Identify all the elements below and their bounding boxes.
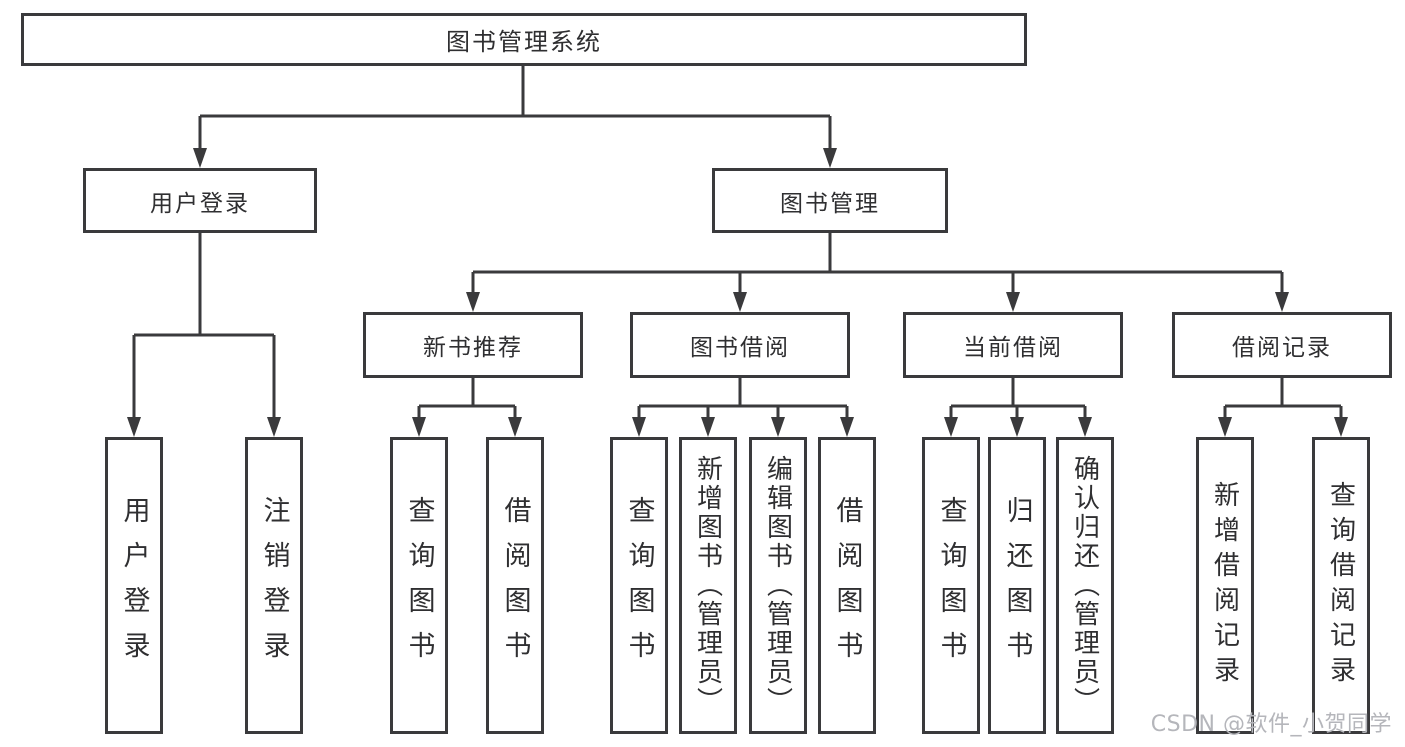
node-borrow-record: 借阅记录 [1172, 312, 1392, 378]
node-user-login: 用户登录 [83, 168, 317, 233]
connector-book-borrow-to-leaves [632, 378, 854, 437]
leaf-add-borrow-record: 新增借阅记录 [1196, 437, 1254, 734]
csdn-watermark: CSDN @软件_小贺同学 [1150, 712, 1392, 737]
node-new-book-recommend: 新书推荐 [363, 312, 583, 378]
leaf-add-book-admin: 新增图书（管理员） [679, 437, 737, 734]
connector-borrow-record-to-leaves [1218, 378, 1348, 437]
connector-user-login-to-leaves [127, 233, 281, 437]
leaf-borrow-book-newrec: 借阅图书 [486, 437, 544, 734]
leaf-borrow-book-borrow: 借阅图书 [818, 437, 876, 734]
node-book-management: 图书管理 [712, 168, 948, 233]
node-root: 图书管理系统 [21, 13, 1027, 66]
leaf-query-book-newrec: 查询图书 [390, 437, 448, 734]
connector-current-borrow-to-leaves [944, 378, 1092, 437]
connector-root-to-level1 [193, 66, 837, 168]
leaf-logout: 注销登录 [245, 437, 303, 734]
leaf-edit-book-admin: 编辑图书（管理员） [749, 437, 807, 734]
leaf-query-book-current: 查询图书 [922, 437, 980, 734]
connector-book-mgmt-to-level2 [466, 233, 1289, 312]
leaf-return-book: 归还图书 [988, 437, 1046, 734]
node-current-borrow: 当前借阅 [903, 312, 1123, 378]
leaf-confirm-return-admin: 确认归还（管理员） [1056, 437, 1114, 734]
leaf-user-login: 用户登录 [105, 437, 163, 734]
node-book-borrow: 图书借阅 [630, 312, 850, 378]
connector-new-book-rec-to-leaves [412, 378, 522, 437]
leaf-query-book-borrow: 查询图书 [610, 437, 668, 734]
leaf-query-borrow-record: 查询借阅记录 [1312, 437, 1370, 734]
